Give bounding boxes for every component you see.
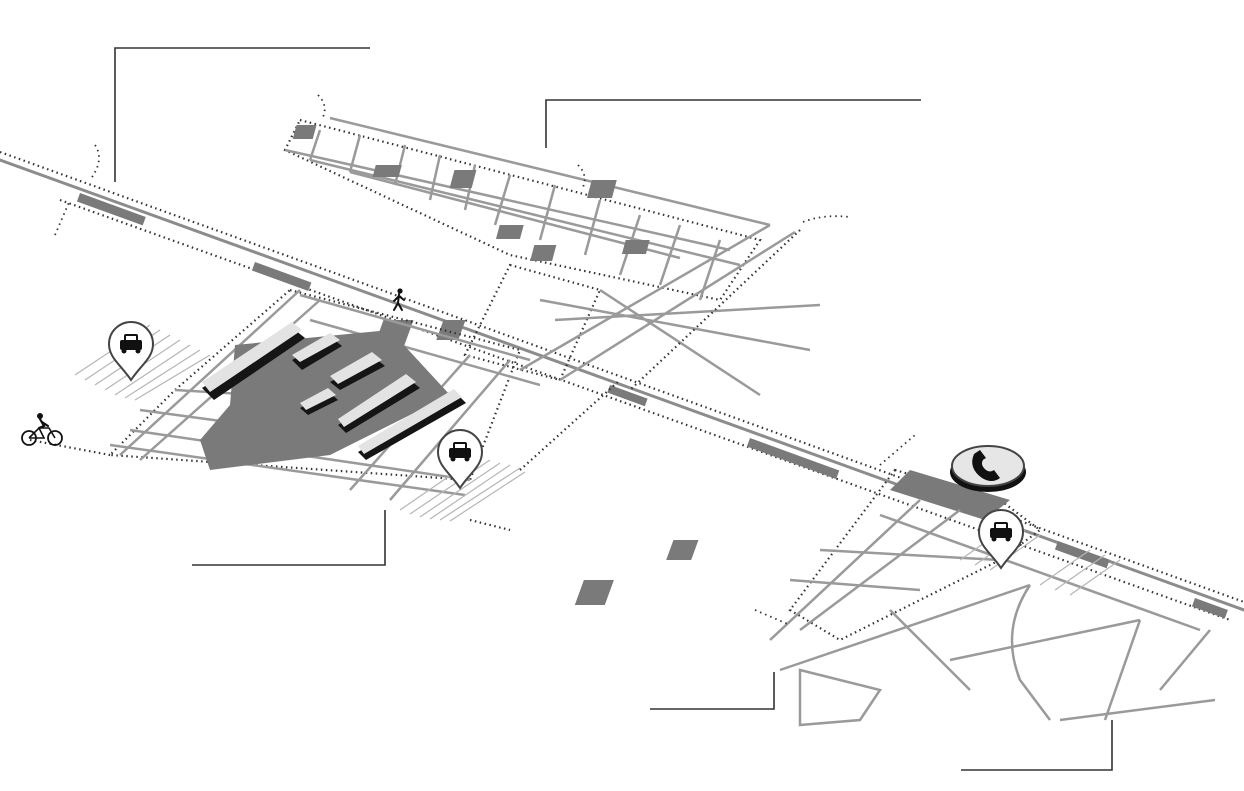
callout-campus — [192, 510, 385, 565]
central-link — [373, 225, 820, 395]
bicycle-icon — [22, 413, 62, 445]
phone-icon[interactable] — [950, 446, 1026, 492]
corridor-block — [1055, 541, 1110, 568]
corridor-block — [252, 262, 311, 291]
main-corridor — [0, 152, 1244, 620]
callout-north — [546, 100, 921, 148]
callout-northwest — [115, 48, 370, 182]
callout-southeast-right — [961, 720, 1112, 770]
callout-southeast-left — [650, 672, 774, 709]
north-district — [285, 95, 850, 300]
